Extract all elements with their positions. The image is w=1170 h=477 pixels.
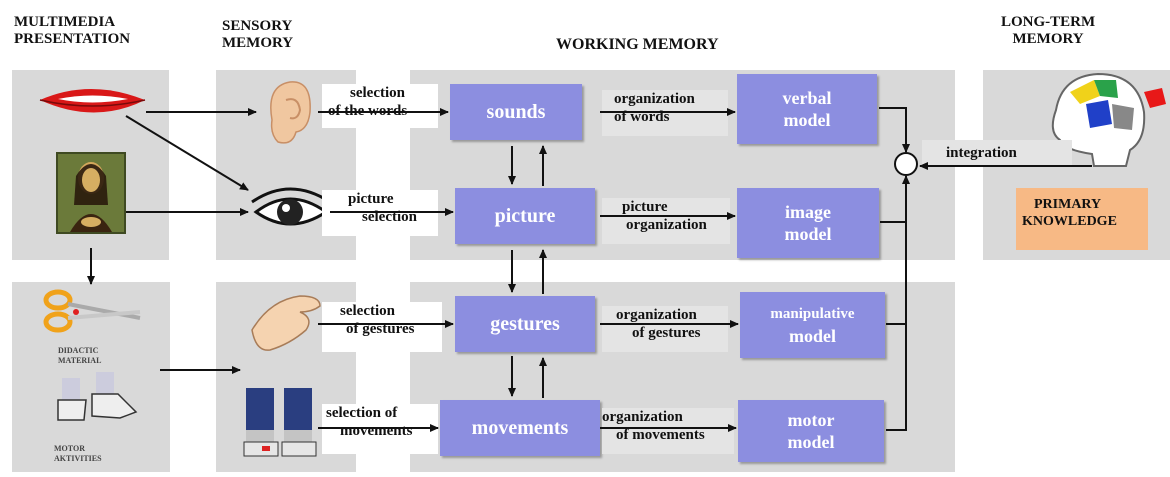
selection-movements-line1: selection of	[326, 405, 398, 421]
model-image-line1: image	[785, 202, 831, 222]
primary-knowledge-box: PRIMARY KNOWLEDGE	[1016, 188, 1148, 250]
header-multimedia-line2: PRESENTATION	[14, 31, 131, 47]
head-puzzle-icon	[1051, 72, 1166, 167]
mona-lisa-icon	[56, 152, 126, 234]
header-multimedia-line1: MULTIMEDIA	[14, 14, 116, 30]
model-manipulative-line1: manipulative	[770, 306, 855, 322]
legs-icon	[243, 388, 317, 457]
process-box-sounds: sounds	[450, 84, 582, 140]
model-box-manipulative: manipulative model	[740, 292, 885, 358]
model-box-image: image model	[737, 188, 879, 258]
organization-movements-line1: organization	[602, 409, 683, 425]
model-box-motor: motor model	[738, 400, 884, 462]
organization-words-line1: organization	[614, 91, 695, 107]
primary-knowledge-line2: KNOWLEDGE	[1022, 214, 1117, 229]
arrow-mouth-to-eye	[125, 115, 249, 191]
eye-icon	[251, 187, 331, 226]
model-motor-line1: motor	[787, 410, 835, 430]
organization-label-movements: organization of movements	[602, 408, 734, 454]
header-sensory: SENSORY MEMORY	[222, 18, 293, 52]
integration-label: integration	[922, 140, 1072, 166]
arrow-motor-to-integration	[886, 175, 910, 431]
organization-gestures-line1: organization	[616, 307, 697, 323]
ear-icon	[270, 81, 311, 144]
mouth-icon	[39, 89, 146, 113]
motor-caption-line1: MOTOR	[54, 444, 85, 453]
model-box-verbal: verbal model	[737, 74, 877, 144]
motor-caption-line2: AKTIVITIES	[54, 454, 102, 463]
arrow-verbal-to-integration	[879, 107, 910, 153]
organization-picture-line1: picture	[622, 199, 668, 215]
header-working-memory: WORKING MEMORY	[556, 36, 719, 53]
model-image-line2: model	[784, 224, 832, 244]
shoes-icon	[57, 372, 138, 421]
selection-words-line1: selection	[350, 85, 405, 101]
primary-knowledge-line1: PRIMARY	[1034, 197, 1102, 212]
header-sensory-line1: SENSORY	[222, 18, 293, 34]
organization-movements-line2: of movements	[616, 427, 705, 443]
model-verbal-line2: model	[783, 110, 831, 130]
header-sensory-line2: MEMORY	[222, 35, 294, 51]
didactic-caption-line1: DIDACTIC	[58, 346, 99, 355]
selection-gestures-line1: selection	[340, 303, 395, 319]
process-box-picture: picture	[455, 188, 595, 244]
didactic-caption: DIDACTIC MATERIAL	[58, 346, 101, 366]
header-multimedia: MULTIMEDIA PRESENTATION	[14, 14, 130, 48]
header-longterm: LONG-TERM MEMORY	[1001, 14, 1095, 48]
header-longterm-line1: LONG-TERM	[1001, 14, 1096, 30]
organization-gestures-line2: of gestures	[632, 325, 701, 341]
organization-label-picture: picture organization	[602, 198, 730, 244]
model-manipulative-line2: model	[789, 326, 836, 346]
organization-label-gestures: organization of gestures	[602, 306, 728, 352]
panel-multimedia-bottom	[12, 282, 170, 472]
integration-node	[894, 152, 918, 176]
model-motor-line2: model	[787, 432, 835, 452]
didactic-caption-line2: MATERIAL	[58, 356, 102, 365]
scissors-icon	[43, 289, 141, 333]
process-box-movements: movements	[440, 400, 600, 456]
model-verbal-line1: verbal	[782, 88, 832, 108]
header-longterm-line2: MEMORY	[1012, 31, 1084, 47]
organization-picture-line2: organization	[626, 217, 707, 233]
selection-picture-line1: picture	[348, 191, 394, 207]
selection-label-words: selection of the words	[322, 84, 438, 128]
motor-caption: MOTOR AKTIVITIES	[54, 444, 102, 464]
hand-icon	[251, 295, 321, 351]
process-box-gestures: gestures	[455, 296, 595, 352]
